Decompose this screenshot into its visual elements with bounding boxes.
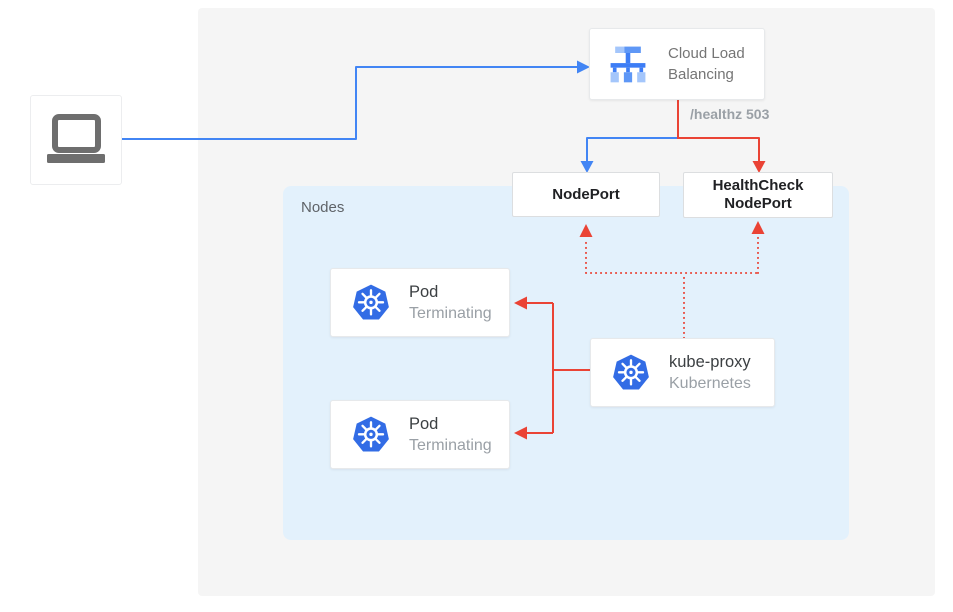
pod-bottom-title: Pod [409,414,439,433]
pod-bottom-status: Terminating [409,436,492,454]
healthz-status-label: /healthz 503 [690,106,770,122]
cloud-load-balancing-node: Cloud Load Balancing [589,28,765,100]
pod-top-status: Terminating [409,304,492,322]
kube-proxy-node: kube-proxy Kubernetes [590,338,775,407]
load-balancer-icon [610,46,646,83]
kubernetes-icon [353,416,389,452]
pod-top-text: Pod Terminating [409,283,492,323]
pod-top-title: Pod [409,282,439,301]
laptop-icon [47,114,105,163]
healthcheck-nodeport-label-line2: NodePort [724,195,792,212]
kube-proxy-text: kube-proxy Kubernetes [669,353,751,393]
pod-node-bottom: Pod Terminating [330,400,510,469]
nodeport-node: NodePort [512,172,660,217]
client-node [30,95,122,185]
kubernetes-icon [613,354,649,390]
cloud-load-balancing-label: Cloud Load Balancing [668,45,745,83]
healthcheck-nodeport-label-line1: HealthCheck [712,177,804,194]
pod-bottom-text: Pod Terminating [409,415,492,455]
pod-node-top: Pod Terminating [330,268,510,337]
kubernetes-icon [353,284,389,320]
kube-proxy-subtitle: Kubernetes [669,374,751,392]
healthcheck-nodeport-node: HealthCheck NodePort [683,172,833,218]
nodeport-label: NodePort [552,185,620,203]
kube-proxy-title: kube-proxy [669,352,751,371]
nodes-group-label: Nodes [301,199,345,216]
